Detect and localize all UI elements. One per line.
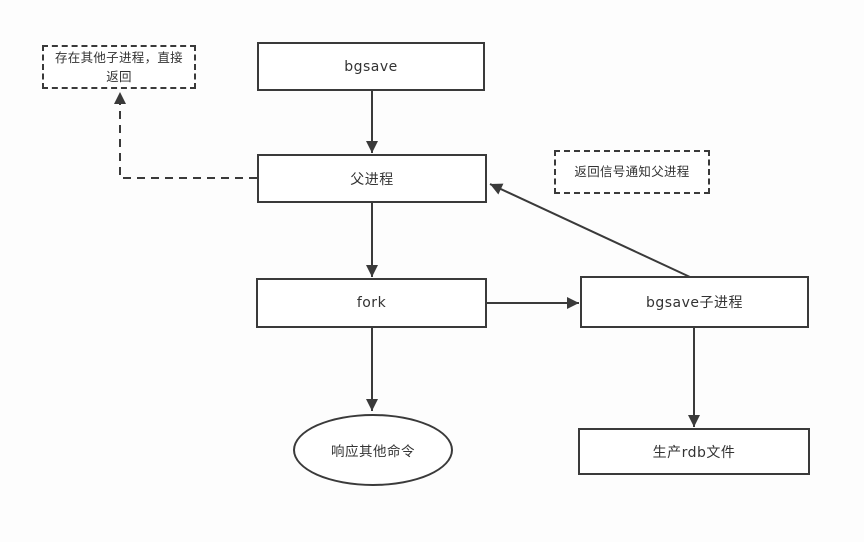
node-bgsave-child-label: bgsave子进程: [645, 295, 744, 311]
connector-parent-to-note: [114, 92, 257, 179]
note-signal-parent-label: 返回信号通知父进程: [574, 164, 690, 180]
node-fork: fork: [256, 278, 487, 328]
node-bgsave-label: bgsave: [344, 58, 398, 75]
node-bgsave: bgsave: [257, 42, 485, 91]
note-other-child-exists: 存在其他子进程，直接返回: [42, 45, 196, 89]
node-produce-rdb-label: 生产rdb文件: [652, 444, 736, 461]
node-respond-other-commands: 响应其他命令: [293, 414, 453, 486]
note-other-child-exists-label: 存在其他子进程，直接返回: [54, 49, 183, 84]
node-parent-process: 父进程: [257, 154, 487, 203]
node-produce-rdb: 生产rdb文件: [578, 428, 810, 475]
node-fork-label: fork: [356, 295, 387, 311]
node-respond-other-commands-label: 响应其他命令: [331, 444, 415, 460]
note-signal-parent: 返回信号通知父进程: [554, 150, 710, 194]
node-bgsave-child: bgsave子进程: [580, 276, 809, 328]
connector-child-to-parent: [489, 183, 691, 278]
node-parent-process-label: 父进程: [350, 171, 394, 188]
